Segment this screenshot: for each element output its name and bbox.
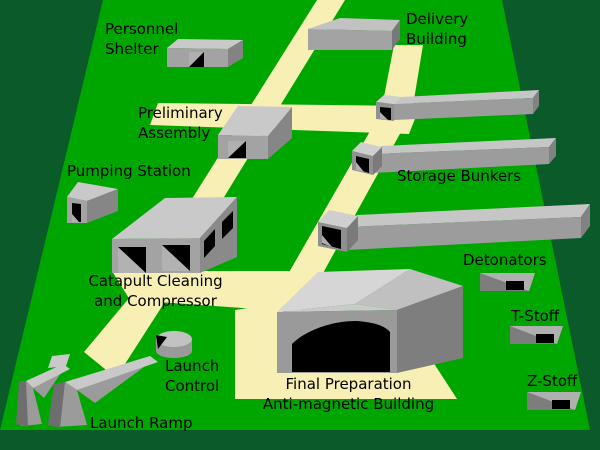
label-catapult-cleaning: Catapult Cleaning and Compressor <box>88 272 223 310</box>
ramp-rail1-side-taper <box>33 370 63 398</box>
catapult-door-1-shading <box>118 247 146 273</box>
delivery-building <box>308 18 400 50</box>
shelter-roof <box>167 39 243 49</box>
pumping-side-wall <box>87 189 118 223</box>
ramp-rail1-top <box>26 364 70 388</box>
bunker1-door-shading <box>380 112 388 120</box>
t-stoff-bunker <box>510 326 563 344</box>
storage-bunker-1 <box>376 90 539 121</box>
bunker1-roof <box>394 90 539 104</box>
shelter-side-wall <box>228 40 243 67</box>
bunker3-entrance-side <box>347 216 358 252</box>
label-launch-ramp: Launch Ramp <box>90 414 193 432</box>
personnel-shelter-building <box>167 39 243 67</box>
preliminary-assembly-building <box>218 106 292 159</box>
catapult-roof <box>112 197 237 239</box>
launch-control-entry-notch <box>156 335 167 349</box>
z-stoff-bunker <box>527 392 581 410</box>
ramp-rail2-top <box>65 356 158 390</box>
ramp-rail2-edge <box>48 382 65 428</box>
finalprep-roof-left <box>277 269 410 312</box>
storage-bunker-3 <box>318 204 590 252</box>
catapult-door-2-shading <box>162 245 190 271</box>
ramp-rail2-side-taper <box>77 364 148 403</box>
launch-control-bunker <box>156 331 192 358</box>
ramp-rail1-plate <box>48 354 70 368</box>
label-preliminary-assembly: Preliminary Assembly <box>138 104 223 142</box>
bunker2-door-shading <box>356 162 364 172</box>
label-storage-bunkers: Storage Bunkers <box>397 167 522 185</box>
catapult-window-1 <box>204 229 215 258</box>
catapult-cleaning-building <box>112 197 237 273</box>
detonators-door <box>506 281 524 290</box>
detonators-bunker <box>480 273 535 291</box>
z-stoff-door <box>552 400 570 409</box>
storage-bunker-2 <box>352 138 556 175</box>
bunker1-front-wall <box>394 98 533 120</box>
label-final-preparation: Final Preparation Anti-magnetic Building <box>262 375 435 413</box>
final-preparation-building <box>277 269 463 373</box>
bunker3-end-wall <box>581 204 590 238</box>
bunker2-front-wall <box>373 147 549 173</box>
bunker1-end-wall <box>533 90 539 114</box>
bunker2-roof <box>373 138 556 154</box>
finalprep-side-wall <box>397 286 463 373</box>
finalprep-roof-right <box>355 269 463 310</box>
bunker2-end-wall <box>549 138 556 164</box>
finalprep-arch-opening <box>292 321 390 372</box>
label-z-stoff: Z-Stoff <box>527 372 578 390</box>
label-personnel-shelter: Personnel Shelter <box>105 20 179 58</box>
bunker2-entrance-roof <box>352 142 382 156</box>
bunker3-roof <box>347 204 590 227</box>
pumping-station-building <box>67 182 118 223</box>
catapult-window-2 <box>222 211 233 239</box>
label-t-stoff: T-Stoff <box>511 307 560 325</box>
bunker1-entrance-roof <box>376 95 402 104</box>
launch-control-top <box>156 331 192 347</box>
t-stoff-door <box>536 334 554 343</box>
pumping-roof <box>67 182 118 201</box>
delivery-front-wall <box>308 29 392 50</box>
assembly-door-shading <box>228 141 246 158</box>
bunker3-entrance-roof <box>318 210 358 228</box>
bunker3-door-shading <box>322 235 332 247</box>
label-delivery-building: Delivery Building <box>406 10 469 48</box>
assembly-roof <box>218 106 292 136</box>
bunker2-entrance-side <box>373 147 382 175</box>
label-pumping-station: Pumping Station <box>67 162 191 180</box>
catapult-side-wall <box>200 197 237 273</box>
assembly-side-wall <box>268 107 292 159</box>
finalprep-gable <box>277 304 397 312</box>
delivery-side-wall <box>392 20 400 50</box>
delivery-roof <box>308 18 400 31</box>
label-launch-control: Launch Control <box>165 357 220 395</box>
ramp-spur-road <box>84 297 168 378</box>
bunker3-front-wall <box>347 217 581 250</box>
shelter-door-shading <box>189 52 204 67</box>
launch-ramp-structure <box>16 354 158 428</box>
pumping-door-shading <box>72 214 79 222</box>
label-detonators: Detonators <box>463 251 547 269</box>
ramp-rail1-edge <box>16 381 28 427</box>
east-road-upper <box>381 45 423 112</box>
